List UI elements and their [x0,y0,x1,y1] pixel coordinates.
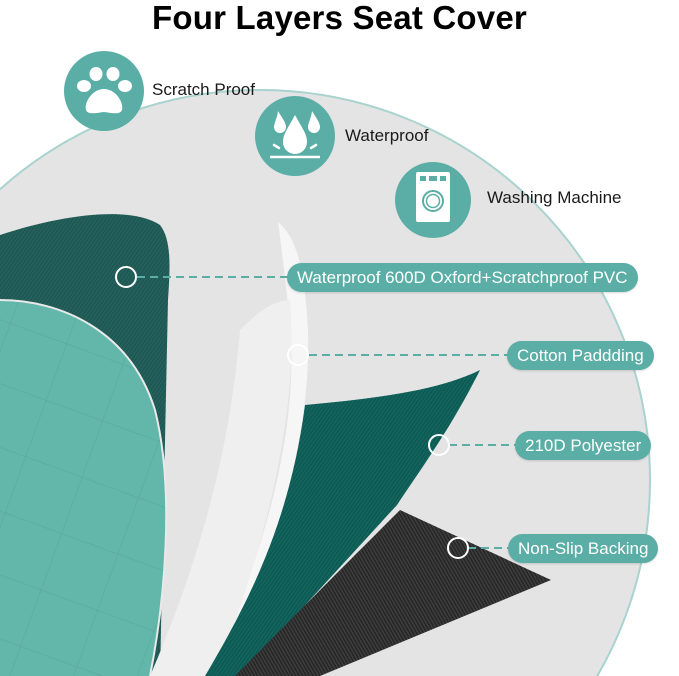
layer-label-oxford: Waterproof 600D Oxford+Scratchproof PVC [287,263,638,292]
feature-waterproof: Waterproof [345,126,429,145]
marker-backing [447,537,469,559]
water-drops-icon [255,96,335,176]
layer-label-backing: Non-Slip Backing [508,534,659,563]
layer-polyester-shape [205,370,480,676]
page-title: Four Layers Seat Cover [152,0,527,36]
marker-oxford [115,266,137,288]
layer-backing-shape [235,510,551,676]
marker-polyester [428,434,450,456]
layer-label-cotton: Cotton Paddding [507,341,654,370]
paw-icon [64,51,144,131]
layer-quilted-surface [0,300,167,676]
feature-washing-machine: Washing Machine [487,188,622,207]
marker-cotton [287,344,309,366]
feature-scratch-proof: Scratch Proof [152,80,255,99]
layer-label-polyester: 210D Polyester [515,431,652,460]
washing-machine-icon [395,162,471,238]
